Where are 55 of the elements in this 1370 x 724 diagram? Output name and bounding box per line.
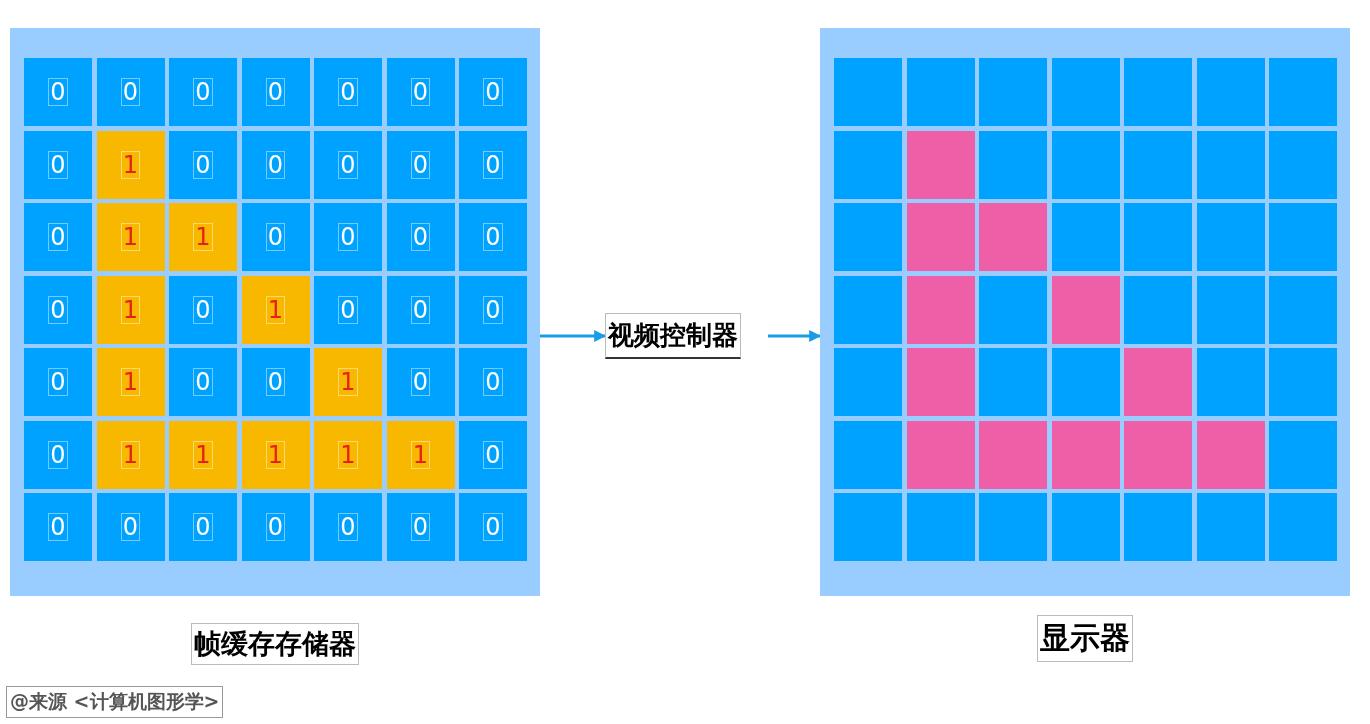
bit-value: 1 (120, 150, 141, 179)
bit-value: 0 (193, 150, 213, 179)
panel-title: 显示器 (1037, 615, 1133, 662)
bit-value: 0 (483, 223, 503, 251)
bit-value: 1 (120, 223, 141, 251)
arrow (540, 330, 607, 342)
bit-value: 1 (193, 223, 213, 251)
bit-value: 0 (483, 78, 503, 106)
bit-value: 0 (410, 368, 431, 396)
bit-value: 0 (410, 78, 431, 106)
bit-value: 0 (193, 78, 213, 106)
bit-value: 1 (120, 368, 141, 396)
bit-value: 1 (120, 440, 141, 469)
bit-value: 0 (120, 513, 141, 541)
bit-value: 0 (193, 513, 213, 541)
bit-value: 0 (338, 150, 358, 179)
panel-title: 帧缓存存储器 (191, 623, 359, 665)
bit-value: 0 (48, 440, 68, 469)
bit-value: 0 (193, 295, 213, 324)
bit-value: 0 (338, 78, 358, 106)
bit-value: 0 (410, 295, 431, 324)
bit-value: 0 (338, 223, 358, 251)
bit-value: 0 (483, 440, 503, 469)
bit-value: 0 (193, 368, 213, 396)
bit-value: 0 (410, 513, 431, 541)
bit-value: 0 (48, 150, 68, 179)
bit-value: 0 (338, 513, 358, 541)
arrow (768, 330, 822, 342)
bit-value: 0 (265, 223, 286, 251)
bit-value: 0 (265, 150, 286, 179)
bit-value: 0 (120, 78, 141, 106)
source-caption: @来源 <计算机图形学> (6, 686, 224, 718)
bit-value: 0 (410, 223, 431, 251)
bit-value: 1 (265, 440, 286, 469)
bit-value: 0 (410, 150, 431, 179)
bit-value: 0 (265, 78, 286, 106)
bit-value: 1 (338, 440, 358, 469)
bit-value: 0 (48, 223, 68, 251)
bit-value: 1 (193, 440, 213, 469)
bit-value: 0 (48, 78, 68, 106)
bit-value: 0 (265, 368, 286, 396)
bit-value: 0 (338, 295, 358, 324)
bit-value: 1 (338, 368, 358, 396)
bit-value: 0 (483, 150, 503, 179)
bit-value: 1 (120, 295, 141, 324)
bit-value: 1 (265, 295, 286, 324)
bit-value: 0 (483, 513, 503, 541)
bit-value: 0 (48, 368, 68, 396)
bit-value: 0 (483, 368, 503, 396)
bit-value: 0 (48, 295, 68, 324)
bit-value: 1 (410, 440, 431, 469)
bit-value: 0 (483, 295, 503, 324)
bit-value: 0 (48, 513, 68, 541)
bit-value: 0 (265, 513, 286, 541)
controller-label: 视频控制器 (605, 313, 741, 359)
